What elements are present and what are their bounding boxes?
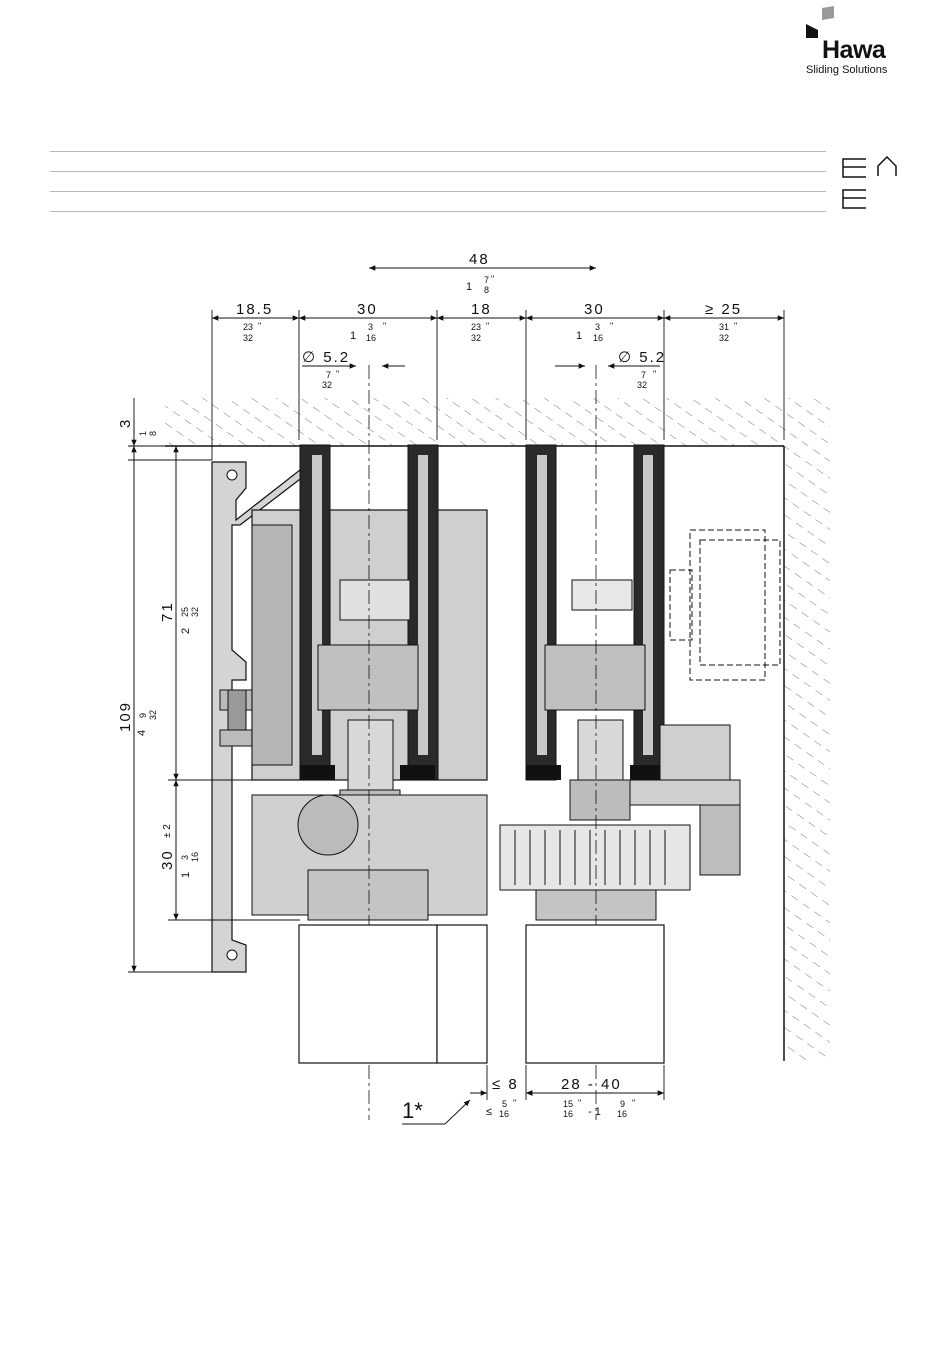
fraction-den: 32 xyxy=(637,380,647,390)
fraction-den: 8 xyxy=(484,285,489,295)
dashed-outline xyxy=(670,530,780,680)
fraction-whole: 4 xyxy=(136,730,148,736)
fraction-den: 16 xyxy=(190,852,200,862)
fraction-den: 16 xyxy=(593,333,603,343)
dim-109: 109 xyxy=(117,701,134,732)
inch-mark: " xyxy=(734,321,737,331)
dim-30-right: 30 xyxy=(584,301,605,318)
inch-mark: " xyxy=(632,1098,635,1108)
dim-18: 18 xyxy=(471,301,492,318)
inch-mark: " xyxy=(513,1098,516,1108)
tolerance-label: ± 2 xyxy=(162,824,173,838)
fraction-num: 7 xyxy=(326,370,331,380)
fraction-num: 1 xyxy=(138,431,148,436)
fraction-whole: 1 xyxy=(180,872,192,878)
dim-18-5: 18.5 xyxy=(236,301,273,318)
dim-30-left: 30 xyxy=(357,301,378,318)
fraction-den: 16 xyxy=(366,333,376,343)
fraction-num: 31 xyxy=(719,322,729,332)
fraction-num: 5 xyxy=(502,1099,507,1109)
dim-28-40: 28 - 40 xyxy=(561,1076,622,1093)
dim-diameter-right: ∅ 5.2 xyxy=(618,349,666,366)
ceiling-hatch xyxy=(165,398,830,446)
fraction-whole: 1 xyxy=(350,330,356,342)
fraction-num: 9 xyxy=(138,713,148,718)
fraction-den: 32 xyxy=(322,380,332,390)
left-carriage xyxy=(252,445,487,920)
fraction-den: 16 xyxy=(563,1109,573,1119)
fraction-num: 7 xyxy=(484,275,489,285)
inch-mark: " xyxy=(578,1098,581,1108)
fraction-num: 9 xyxy=(620,1099,625,1109)
dim-30-vertical: 30 xyxy=(159,849,176,870)
inch-mark: " xyxy=(486,321,489,331)
dim-3: 3 xyxy=(117,418,134,428)
glass-panels xyxy=(299,925,664,1063)
inch-mark: " xyxy=(653,369,656,379)
fraction-den: 32 xyxy=(190,607,200,617)
dim-le-8: ≤ 8 xyxy=(492,1076,519,1093)
dim-25: ≥ 25 xyxy=(705,301,742,318)
fraction-den: 32 xyxy=(243,333,253,343)
inch-mark: " xyxy=(336,369,339,379)
fraction-num: 3 xyxy=(180,855,190,860)
fraction-den: 8 xyxy=(148,431,158,436)
fraction-whole: 1 xyxy=(576,330,582,342)
fraction-num: 7 xyxy=(641,370,646,380)
fraction-num: 23 xyxy=(243,322,253,332)
fraction-den: 32 xyxy=(148,710,158,720)
dim-diameter-left: ∅ 5.2 xyxy=(302,349,350,366)
dim-71: 71 xyxy=(159,601,176,622)
inch-mark: " xyxy=(491,274,494,284)
dim-48: 48 xyxy=(469,251,490,268)
fraction-den: 32 xyxy=(719,333,729,343)
callout-label: 1* xyxy=(402,1098,423,1123)
fraction-den: 16 xyxy=(499,1109,509,1119)
fraction-whole: 2 xyxy=(180,628,192,634)
wall-hatch xyxy=(784,446,830,1061)
fraction-num: 3 xyxy=(595,322,600,332)
fraction-num: 23 xyxy=(471,322,481,332)
fraction-num: 25 xyxy=(180,607,190,617)
fraction-den: 16 xyxy=(617,1109,627,1119)
fraction-num: 15 xyxy=(563,1099,573,1109)
fraction-num: 3 xyxy=(368,322,373,332)
fraction-whole: 1 xyxy=(466,281,472,293)
inch-mark: " xyxy=(258,321,261,331)
fraction-prefix: ≤ xyxy=(486,1106,492,1118)
right-carriage xyxy=(500,445,740,920)
fraction-den: 32 xyxy=(471,333,481,343)
inch-mark: " xyxy=(610,321,613,331)
fraction-whole: - 1 xyxy=(588,1106,601,1118)
inch-mark: " xyxy=(383,321,386,331)
